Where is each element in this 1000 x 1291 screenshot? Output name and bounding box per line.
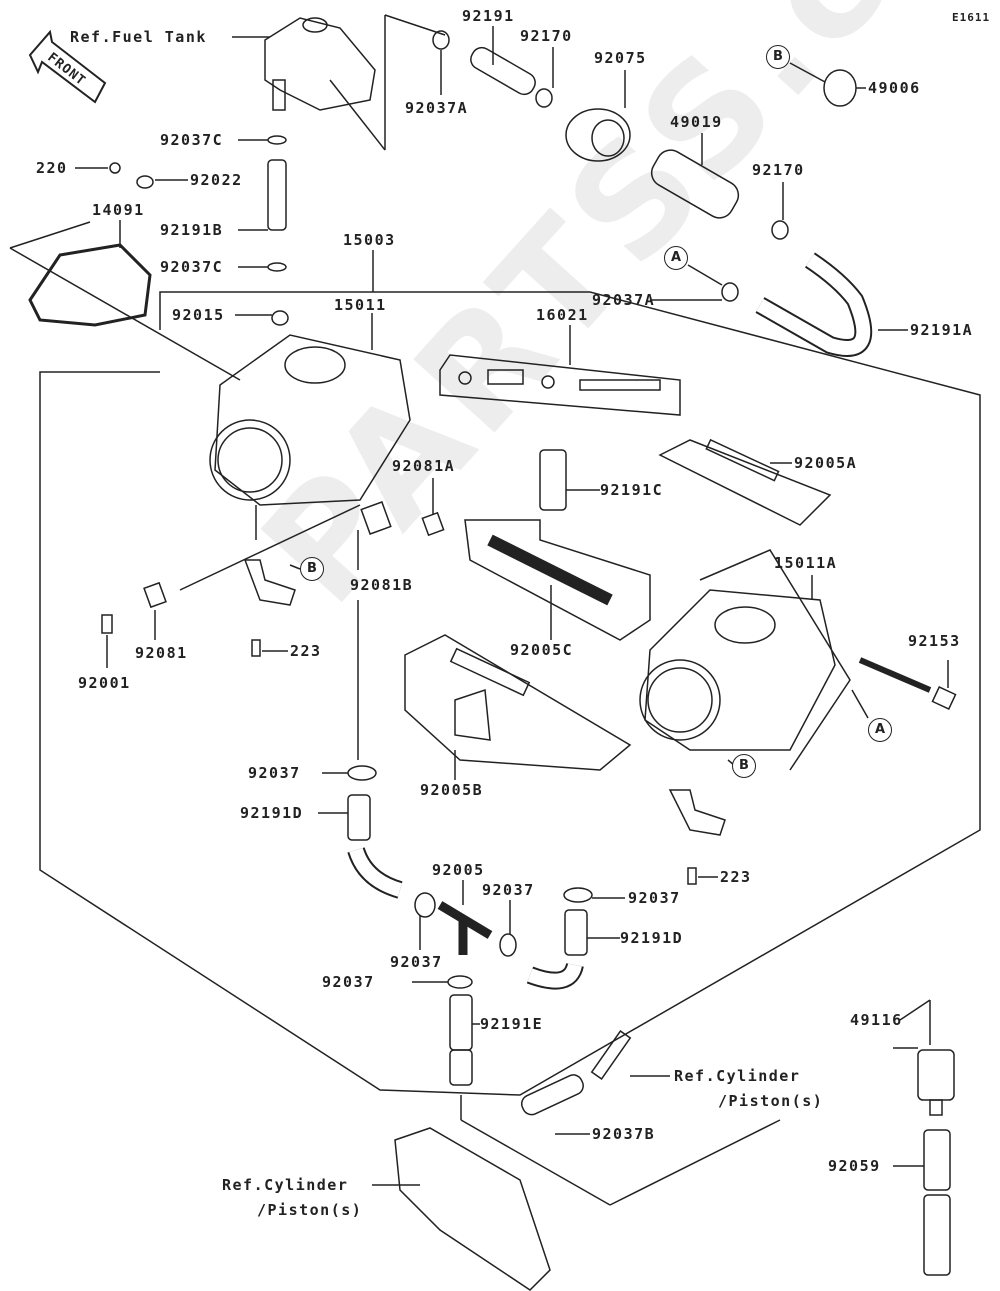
label-92191b[interactable]: 92191B [160, 221, 224, 239]
label-92075[interactable]: 92075 [594, 49, 647, 67]
label-92015[interactable]: 92015 [172, 306, 225, 324]
label-92037[interactable]: 92037 [390, 953, 443, 971]
label-ref-cylinder-right: Ref.Cylinder [674, 1067, 801, 1085]
label-49116[interactable]: 49116 [850, 1011, 903, 1029]
label-92037[interactable]: 92037 [322, 973, 375, 991]
marker-b: B [300, 557, 324, 581]
label-92037[interactable]: 92037 [628, 889, 681, 907]
label-220[interactable]: 220 [36, 159, 68, 177]
label-14091[interactable]: 14091 [92, 201, 145, 219]
label-92191d[interactable]: 92191D [240, 804, 304, 822]
label-92153[interactable]: 92153 [908, 632, 961, 650]
marker-b: B [766, 45, 790, 69]
label-16021[interactable]: 16021 [536, 306, 589, 324]
label-92022[interactable]: 92022 [190, 171, 243, 189]
label-92191c[interactable]: 92191C [600, 481, 664, 499]
fuel-tank-fitting [232, 17, 376, 111]
label-92191e[interactable]: 92191E [480, 1015, 544, 1033]
label-92005c[interactable]: 92005C [510, 641, 574, 659]
front-arrow-icon [28, 29, 107, 104]
label-15003[interactable]: 15003 [343, 231, 396, 249]
label-92037a[interactable]: 92037A [405, 99, 469, 117]
carburetor-right [639, 549, 851, 771]
label-ref-piston-left: /Piston(s) [257, 1201, 363, 1219]
label-ref-cylinder-left: Ref.Cylinder [222, 1176, 349, 1194]
label-49006[interactable]: 49006 [868, 79, 921, 97]
label-92001[interactable]: 92001 [78, 674, 131, 692]
marker-b: B [732, 754, 756, 778]
carburetor-left [209, 310, 411, 506]
label-92037a[interactable]: 92037A [592, 291, 656, 309]
label-92191a[interactable]: 92191A [910, 321, 974, 339]
label-223[interactable]: 223 [290, 642, 322, 660]
label-92191[interactable]: 92191 [462, 7, 515, 25]
label-15011a[interactable]: 15011A [774, 554, 838, 572]
label-15011[interactable]: 15011 [334, 296, 387, 314]
diagram-code: E1611 [952, 11, 991, 24]
label-92170[interactable]: 92170 [752, 161, 805, 179]
label-92005a[interactable]: 92005A [794, 454, 858, 472]
label-92037c[interactable]: 92037C [160, 258, 224, 276]
label-92005[interactable]: 92005 [432, 861, 485, 879]
label-92191d[interactable]: 92191D [620, 929, 684, 947]
intake-cover [9, 220, 241, 381]
label-49019[interactable]: 49019 [670, 113, 723, 131]
marker-a: A [664, 246, 688, 270]
label-92037[interactable]: 92037 [248, 764, 301, 782]
label-92005b[interactable]: 92005B [420, 781, 484, 799]
label-92081b[interactable]: 92081B [350, 576, 414, 594]
label-92081a[interactable]: 92081A [392, 457, 456, 475]
marker-a: A [868, 718, 892, 742]
label-92081[interactable]: 92081 [135, 644, 188, 662]
label-ref-piston-right: /Piston(s) [718, 1092, 824, 1110]
label-ref-fuel-tank: Ref.Fuel Tank [70, 28, 207, 46]
label-223[interactable]: 223 [720, 868, 752, 886]
label-92037c[interactable]: 92037C [160, 131, 224, 149]
label-92170[interactable]: 92170 [520, 27, 573, 45]
label-92037[interactable]: 92037 [482, 881, 535, 899]
label-92037b[interactable]: 92037B [592, 1125, 656, 1143]
label-92059[interactable]: 92059 [828, 1157, 881, 1175]
assembly-frame [39, 291, 981, 1096]
